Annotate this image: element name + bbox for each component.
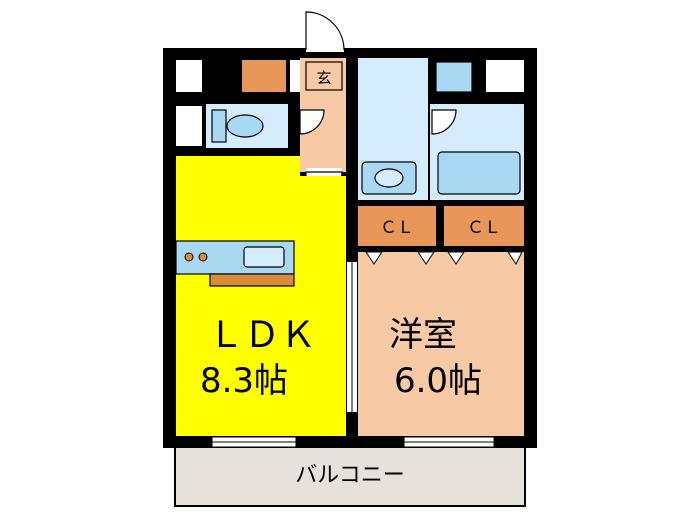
closet-door-marks — [365, 251, 523, 265]
shoe-storage — [242, 60, 286, 92]
entrance-step — [305, 61, 343, 91]
entrance-door-swing — [305, 11, 345, 51]
balcony-area — [174, 441, 526, 507]
washing-machine-pan — [435, 61, 473, 93]
ldk-size: 8.3帖 — [200, 361, 288, 401]
bathroom-door-swing — [431, 109, 457, 135]
closet-left — [358, 206, 436, 246]
closet-right — [444, 206, 524, 246]
storage-cell — [486, 60, 524, 92]
bathtub — [437, 151, 521, 195]
stove-burner-icon — [198, 252, 208, 262]
stove-burner-icon — [184, 252, 194, 262]
storage-cell — [290, 60, 300, 92]
western-room-name: 洋室 — [389, 315, 457, 355]
storage-cell — [176, 106, 202, 146]
closet-left-label: ＣＬ — [380, 218, 414, 238]
western-room-size: 6.0帖 — [394, 361, 482, 401]
kitchen-sink — [243, 246, 285, 268]
wash-basin-bowl — [374, 168, 404, 188]
western-room — [358, 252, 524, 436]
storage-cell — [176, 60, 202, 92]
ldk-room — [176, 156, 346, 436]
ldk-name: ＬＤＫ — [208, 315, 316, 356]
entrance-label: 玄 — [316, 69, 331, 87]
ldk-door-gap — [306, 168, 342, 174]
toilet-tank — [211, 109, 227, 143]
balcony-label: バルコニー — [295, 463, 405, 488]
toilet-door-swing — [299, 109, 325, 135]
closet-right-label: ＣＬ — [467, 218, 501, 238]
toilet-bowl-icon — [226, 114, 264, 138]
kitchen-bar-counter — [209, 273, 295, 287]
